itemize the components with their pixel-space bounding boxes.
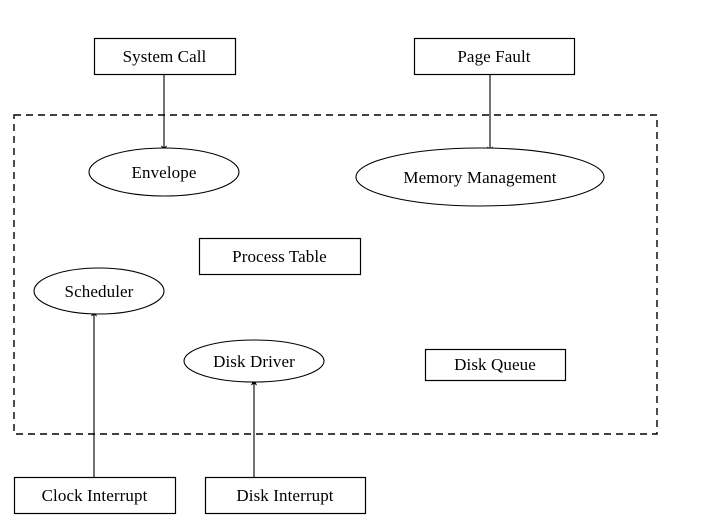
node-clock-interrupt[interactable] bbox=[13, 476, 177, 515]
node-envelope[interactable] bbox=[88, 147, 240, 197]
node-disk-driver[interactable] bbox=[183, 339, 325, 383]
node-system-call[interactable] bbox=[93, 37, 237, 76]
node-page-fault[interactable] bbox=[413, 37, 576, 76]
kernel-boundary bbox=[13, 114, 658, 435]
node-scheduler[interactable] bbox=[33, 267, 165, 315]
node-disk-queue[interactable] bbox=[424, 348, 567, 382]
node-disk-interrupt[interactable] bbox=[204, 476, 367, 515]
node-memory-management[interactable] bbox=[355, 147, 605, 207]
node-process-table[interactable] bbox=[198, 237, 362, 276]
